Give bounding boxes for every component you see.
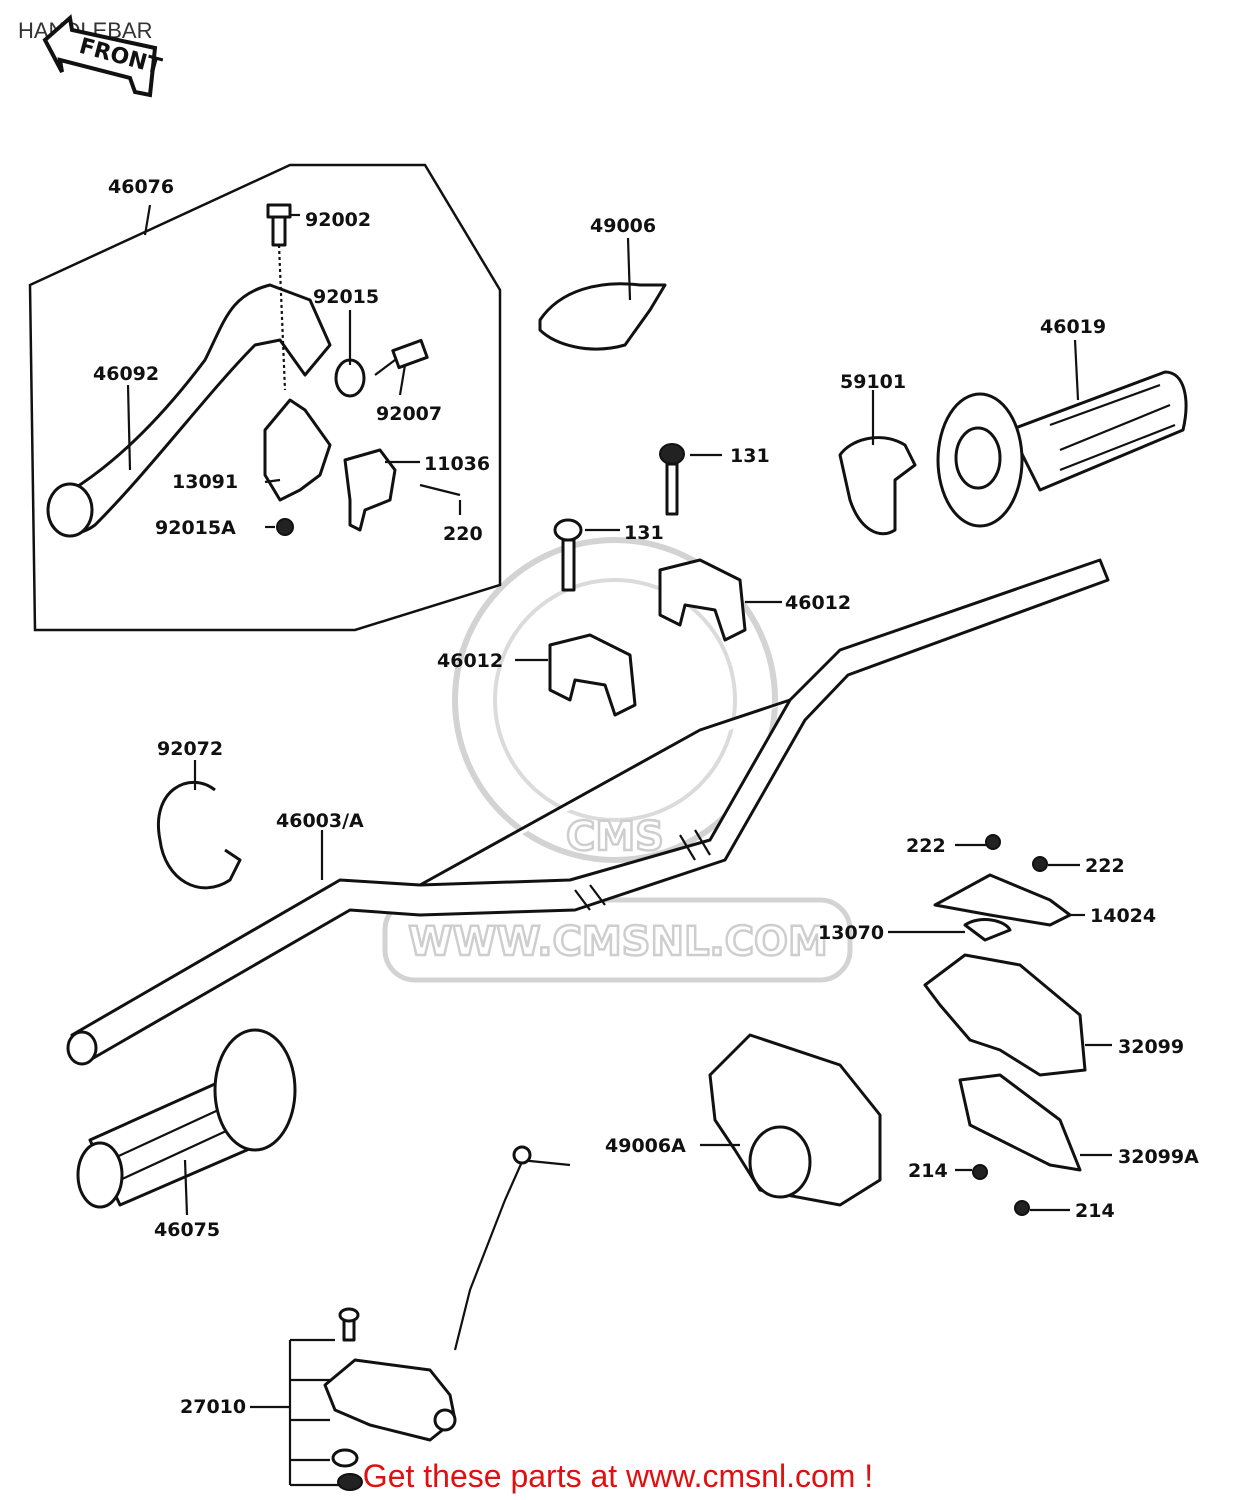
throttle-cover-49006A (708, 1033, 882, 1207)
cover-14024 (933, 873, 1072, 927)
part-label: 131 (730, 445, 770, 467)
part-label: 222 (1085, 855, 1125, 877)
part-label: 32099A (1118, 1146, 1199, 1168)
part-labels: 46076 92002 92015 46092 92007 11036 1309… (93, 176, 1199, 1418)
bolt-131-lower (553, 518, 583, 592)
part-label: 92015 (313, 286, 379, 308)
part-label: 214 (908, 1160, 948, 1182)
part-label: 222 (906, 835, 946, 857)
part-label: 92015A (155, 517, 236, 539)
lever-holder-13091 (263, 398, 332, 502)
screw-222-a (985, 834, 1001, 850)
grip-left-46075 (76, 1028, 297, 1209)
part-label: 59101 (840, 371, 906, 393)
part-label: 214 (1075, 1200, 1115, 1222)
part-label: 220 (443, 523, 483, 545)
handlebar-46003A (66, 558, 1110, 1066)
part-label: 49006 (590, 215, 656, 237)
kill-switch-27010 (323, 1145, 571, 1491)
pulley-13070 (963, 918, 1012, 942)
throttle-tube-59101 (838, 436, 917, 536)
cover-49006 (538, 282, 667, 351)
part-label: 13091 (172, 471, 238, 493)
footer-link-text[interactable]: Get these parts at www.cmsnl.com ! (363, 1458, 873, 1494)
part-label: 92072 (157, 738, 223, 760)
throttle-housing-lower-32099A (958, 1073, 1082, 1172)
clamp-band-92072 (157, 780, 242, 890)
part-label: 32099 (1118, 1036, 1184, 1058)
part-label: 27010 (180, 1396, 246, 1418)
part-label: 46012 (437, 650, 503, 672)
screw-92007 (374, 338, 429, 376)
leader-lines (126, 204, 1112, 1216)
handlebar-clamp-lower-46012 (548, 633, 637, 717)
watermark-logo-text: CMS (566, 814, 664, 860)
screw-214-b (1014, 1200, 1030, 1216)
washer-92015 (334, 358, 366, 398)
clamp-11036 (343, 448, 397, 532)
throttle-housing-32099 (923, 953, 1087, 1077)
front-arrow-icon: FRONT (42, 14, 164, 98)
part-label: 46019 (1040, 316, 1106, 338)
watermark-url: WWW.CMSNL.COM (408, 919, 828, 965)
part-label: 49006A (605, 1135, 686, 1157)
part-label: 46076 (108, 176, 174, 198)
screw-222-b (1032, 856, 1048, 872)
part-label: 92007 (376, 403, 442, 425)
part-label: 46003/A (276, 810, 364, 832)
part-label: 13070 (818, 922, 884, 944)
nut-92015A (276, 518, 294, 536)
grip-right-46019 (936, 370, 1188, 528)
clutch-lever (46, 283, 332, 538)
part-label: 92002 (305, 209, 371, 231)
part-label: 131 (624, 522, 664, 544)
part-label: 46092 (93, 363, 159, 385)
clutch-assembly-box (28, 163, 502, 632)
part-label: 14024 (1090, 905, 1156, 927)
part-label: 11036 (424, 453, 490, 475)
bolt-131-upper (659, 443, 685, 516)
screw-214-a (972, 1164, 988, 1180)
bolt-92002 (266, 203, 292, 247)
part-label: 46012 (785, 592, 851, 614)
handlebar-clamp-upper-46012 (658, 558, 747, 642)
part-label: 46075 (154, 1219, 220, 1241)
watermark-logo: CMS WWW.CMSNL.COM (382, 537, 853, 983)
